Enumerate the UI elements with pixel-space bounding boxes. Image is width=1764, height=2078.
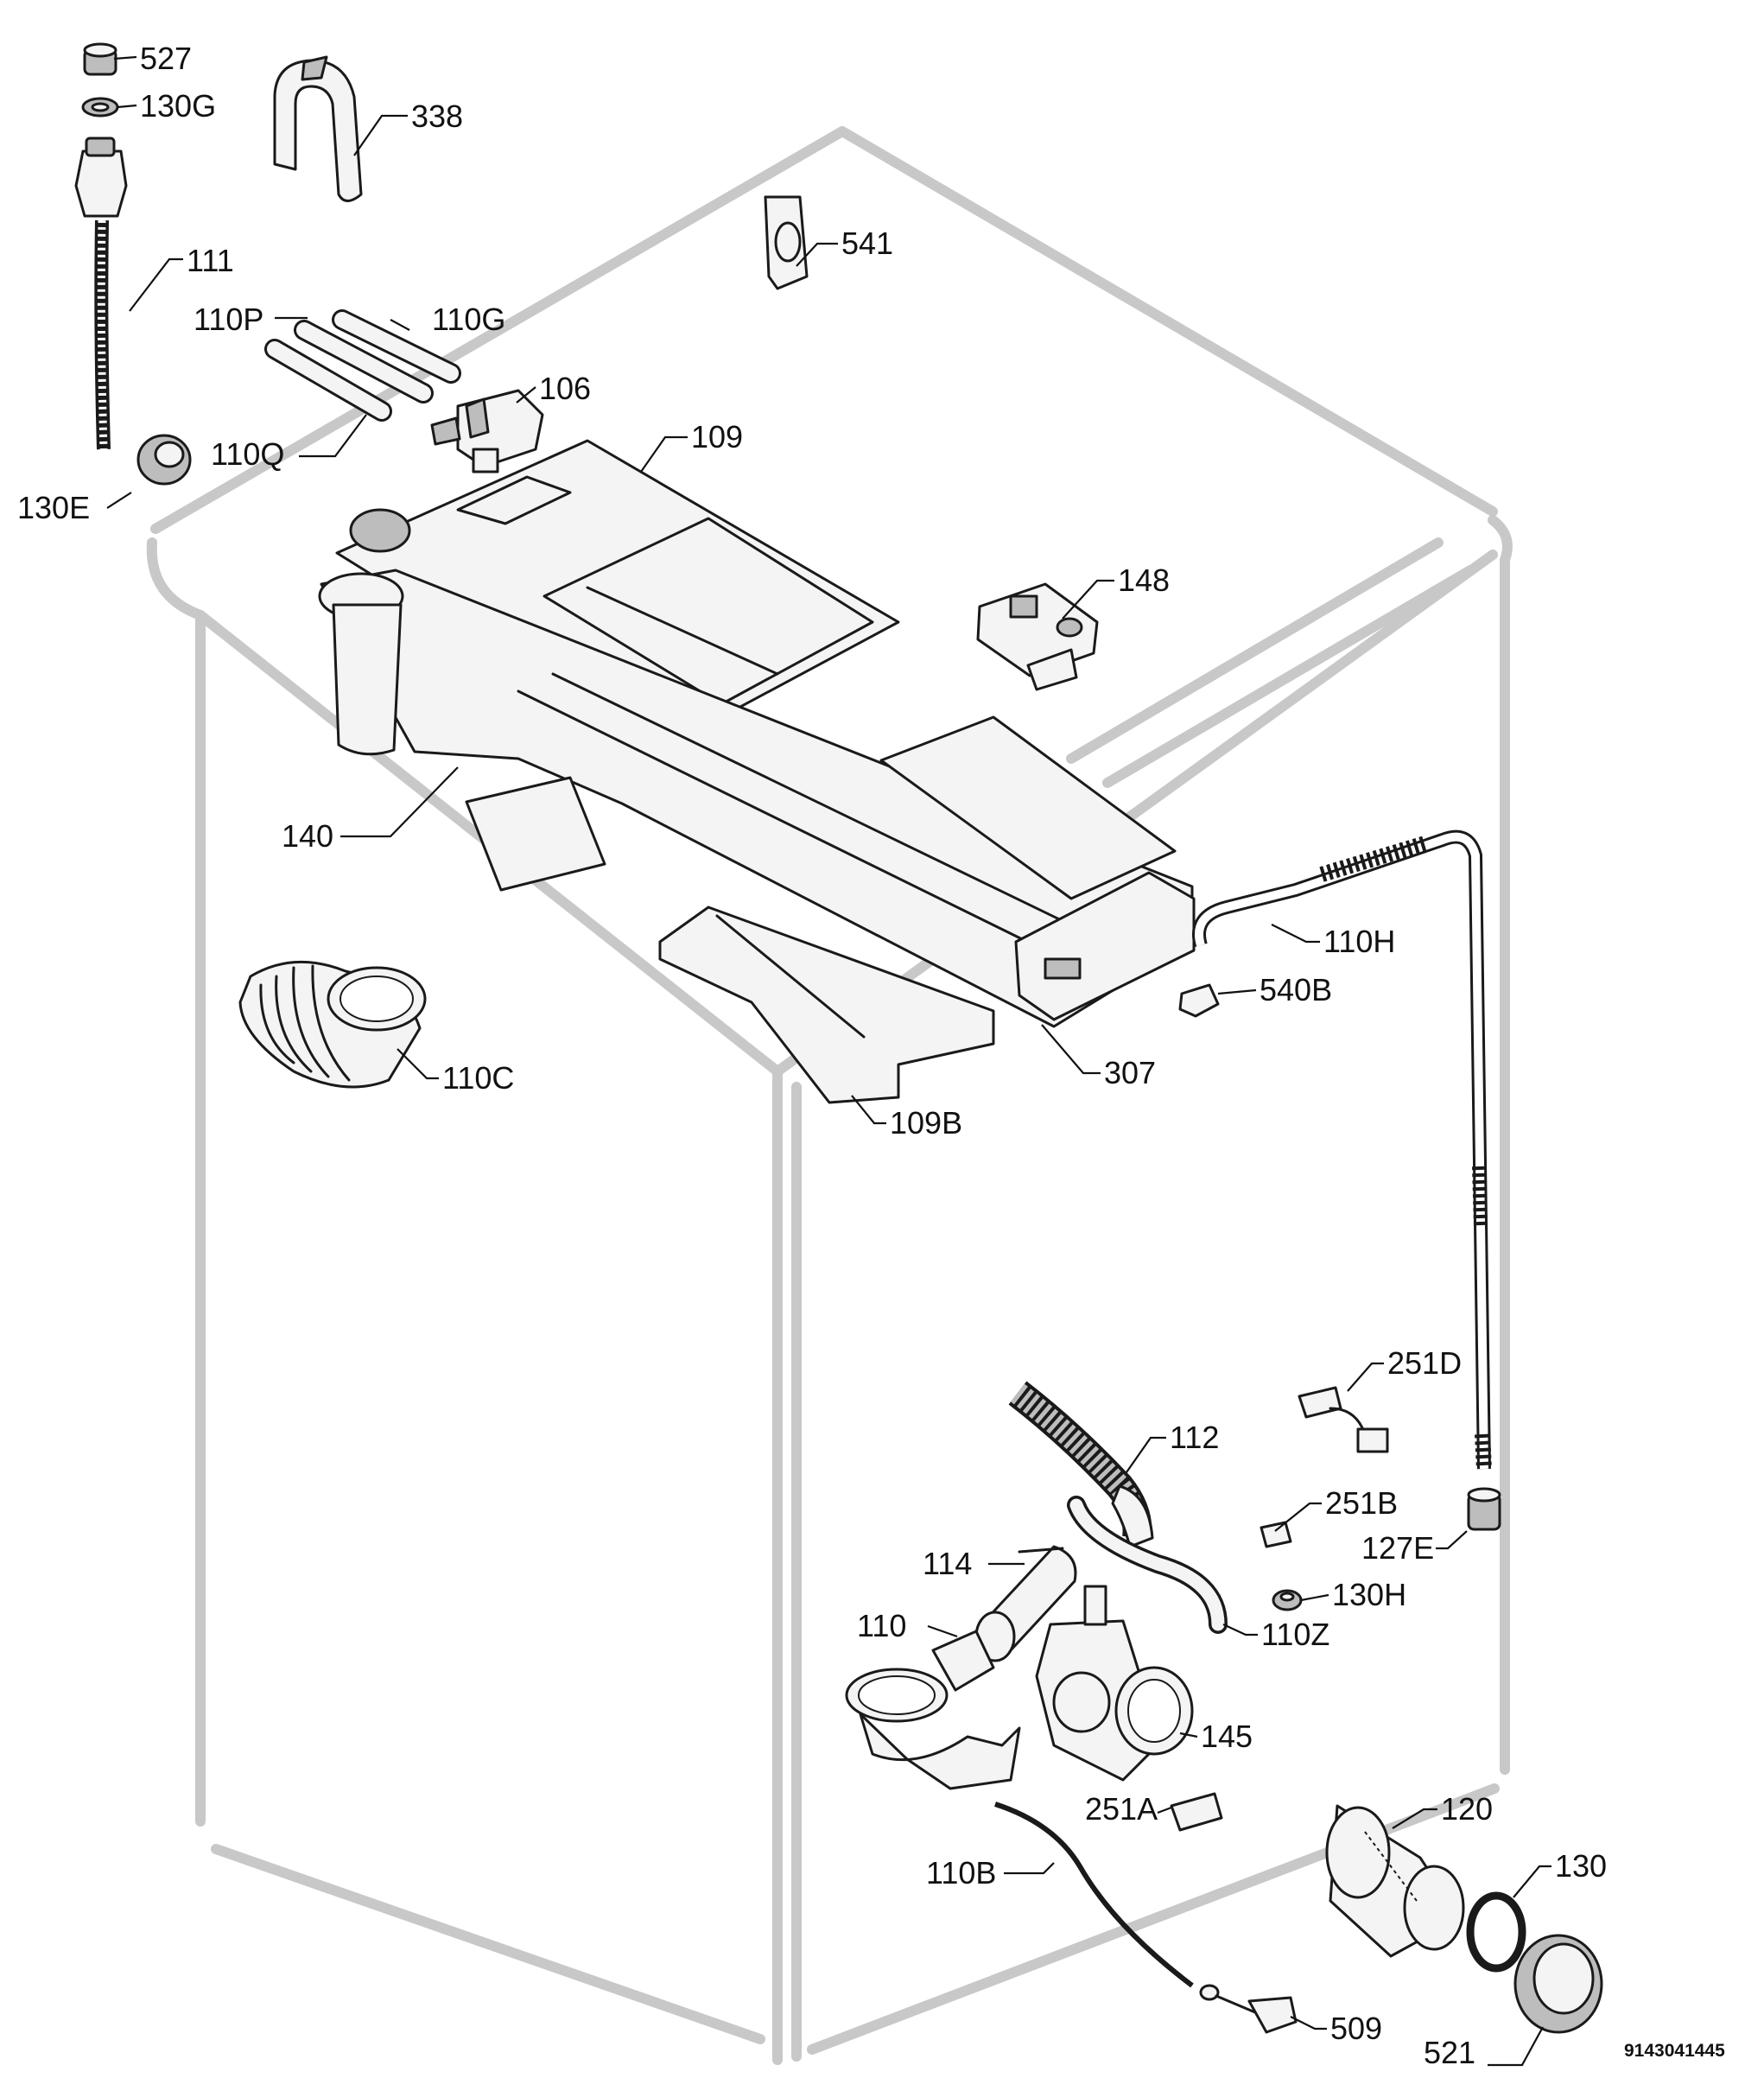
part-251B-clip (1260, 1521, 1292, 1548)
label-130E: 130E (17, 490, 90, 525)
part-148-lock (976, 582, 1099, 691)
label-541: 541 (841, 226, 893, 261)
leader-lines (106, 55, 1551, 2067)
label-110C: 110C (442, 1060, 514, 1096)
part-110Z-tube (1067, 1496, 1228, 1634)
part-251D-wiring (1298, 1386, 1389, 1453)
label-110P: 110P (194, 302, 263, 337)
label-140: 140 (282, 818, 333, 854)
part-127E-fitting (1467, 1487, 1501, 1531)
label-130H: 130H (1332, 1577, 1406, 1612)
label-110G: 110G (432, 302, 505, 337)
label-110Q: 110Q (211, 436, 284, 472)
label-145: 145 (1201, 1719, 1253, 1754)
part-509-plug (1199, 1984, 1298, 2034)
label-148: 148 (1118, 562, 1170, 598)
label-106: 106 (539, 371, 591, 406)
label-110B: 110B (926, 1855, 996, 1891)
label-521: 521 (1424, 2035, 1475, 2070)
label-251B: 251B (1325, 1485, 1398, 1521)
label-509: 509 (1330, 2011, 1382, 2046)
label-527: 527 (140, 41, 192, 76)
part-140-dispenser-housing (318, 569, 1194, 1028)
label-540B: 540B (1260, 972, 1332, 1007)
part-307 (1014, 871, 1196, 1021)
part-527-cap (83, 42, 117, 76)
label-120: 120 (1441, 1791, 1493, 1827)
part-110H-hose (1192, 829, 1492, 1470)
label-307: 307 (1104, 1055, 1156, 1090)
label-109: 109 (691, 419, 743, 454)
label-251D: 251D (1387, 1345, 1462, 1381)
part-110Q-tube (264, 339, 392, 422)
part-109B-dispenser-base (658, 906, 995, 1104)
part-130E-nut (136, 434, 192, 486)
label-127E: 127E (1361, 1530, 1434, 1566)
label-130G: 130G (140, 88, 216, 124)
part-110G-tube (332, 309, 461, 384)
label-109B: 109B (890, 1105, 962, 1141)
part-130-o-ring (1466, 1891, 1526, 1973)
part-112-drain-hose (1008, 1381, 1154, 1548)
part-110P-tube (294, 320, 434, 404)
label-251A: 251A (1085, 1791, 1158, 1827)
part-106-valve (430, 389, 544, 473)
label-130: 130 (1555, 1848, 1607, 1884)
part-130G-washer (81, 97, 119, 118)
part-338-hose-guide (273, 55, 363, 202)
label-110: 110 (857, 1608, 906, 1643)
part-110-bellows (845, 1630, 1021, 1790)
label-112: 112 (1170, 1420, 1219, 1455)
drawing-number: 9143041445 (1624, 2041, 1725, 2061)
part-541-clip (764, 195, 809, 290)
part-540B-clamp (1178, 983, 1220, 1018)
part-521-cap (1513, 1934, 1603, 2034)
part-130H-washer (1272, 1589, 1303, 1611)
label-110H: 110H (1323, 924, 1395, 959)
part-110B-tube (994, 1802, 1194, 1988)
label-114: 114 (923, 1546, 972, 1581)
part-145-pump (1035, 1585, 1194, 1782)
part-251A-clip (1170, 1792, 1223, 1832)
label-110Z: 110Z (1261, 1617, 1329, 1652)
callout-labels: 527 130G 338 111 110P 110G 106 110Q 109 … (17, 41, 1725, 2070)
part-110C-bellows (238, 960, 427, 1089)
label-111: 111 (187, 243, 234, 278)
label-338: 338 (411, 98, 463, 134)
part-120-filter (1325, 1804, 1465, 1958)
part-111-inlet-hose (74, 137, 128, 450)
